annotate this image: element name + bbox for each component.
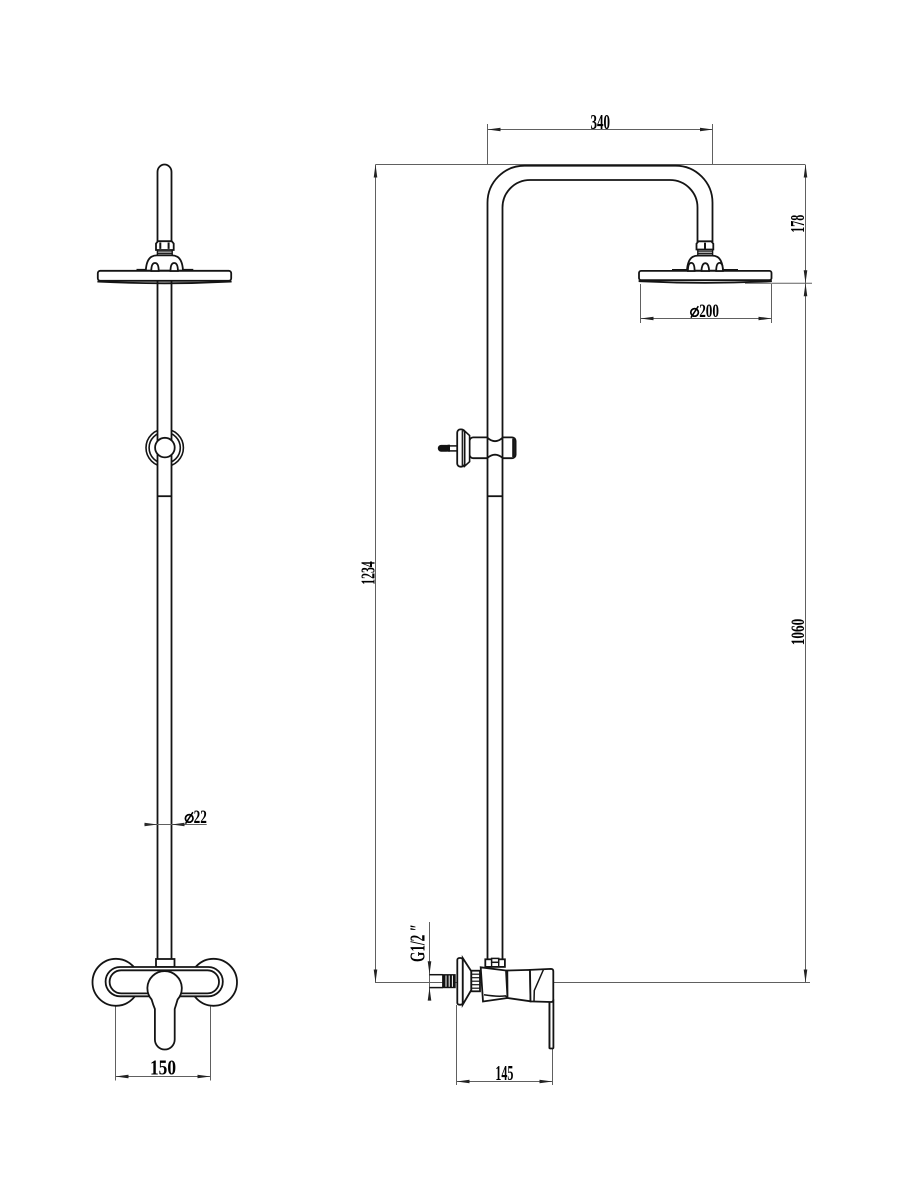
svg-text:145: 145: [495, 1061, 513, 1085]
svg-text:150: 150: [150, 1055, 176, 1079]
svg-text:22: 22: [194, 807, 207, 828]
svg-text:G1/2 ″: G1/2 ″: [406, 924, 430, 962]
svg-text:340: 340: [591, 110, 611, 134]
svg-text:200: 200: [699, 301, 719, 322]
svg-text:178: 178: [787, 215, 809, 233]
svg-text:1060: 1060: [788, 619, 809, 646]
svg-text:1234: 1234: [357, 561, 379, 585]
